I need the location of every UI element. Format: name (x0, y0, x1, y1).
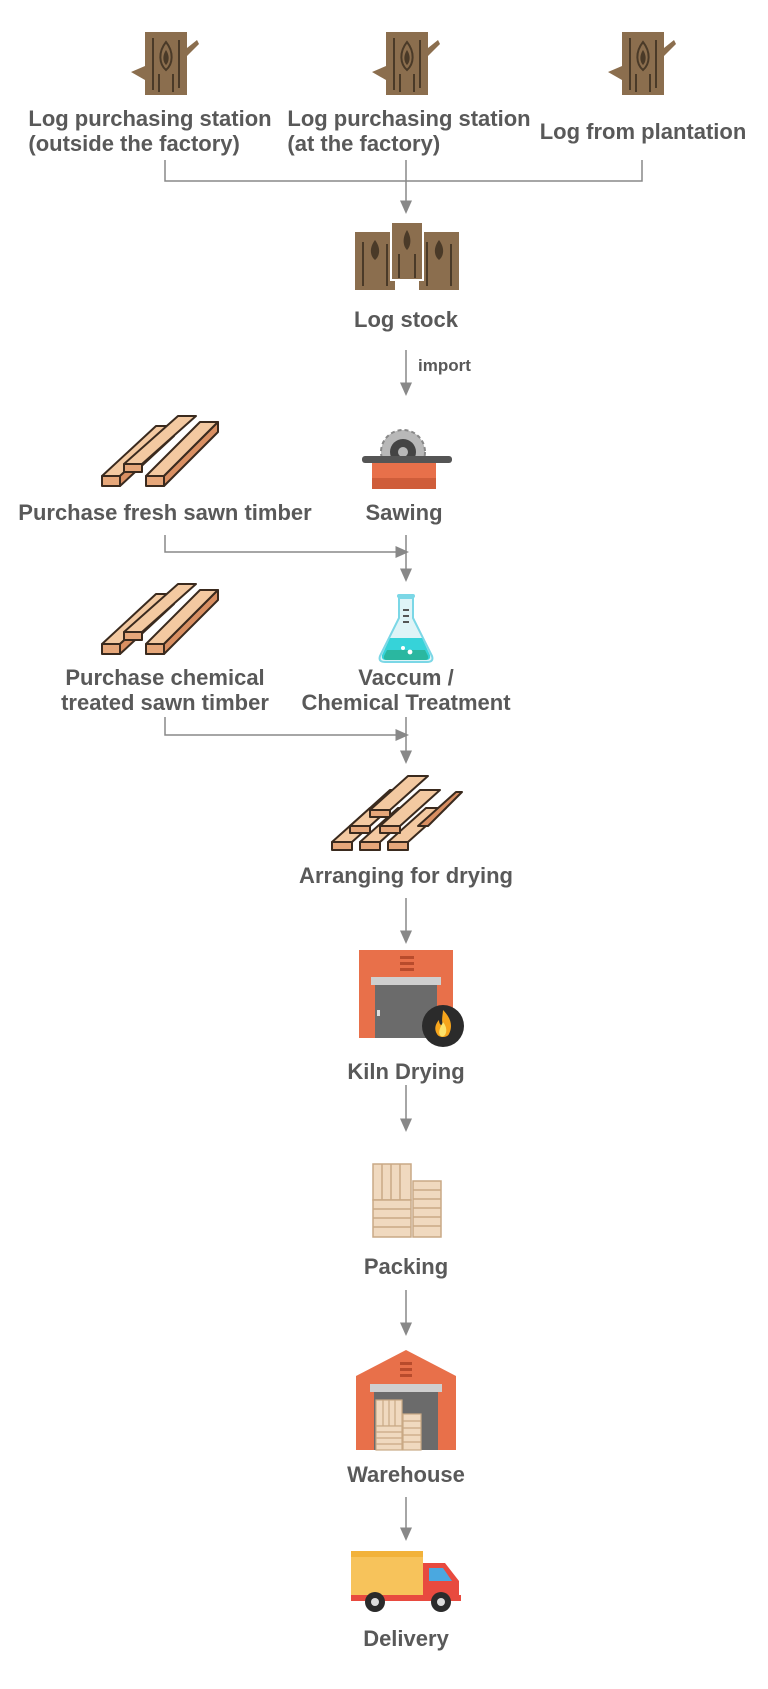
purchase-fresh-label: Purchase fresh sawn timber (18, 500, 312, 525)
warehouse-icon (356, 1350, 456, 1451)
purchase-chemical-label: Purchase chemical treated sawn timber (61, 665, 269, 715)
vaccum-label: Vaccum / Chemical Treatment (301, 665, 511, 715)
arrow-fresh-to-flow (164, 535, 409, 558)
flask-icon (378, 594, 434, 663)
kiln-icon (359, 950, 464, 1047)
kiln-label: Kiln Drying (347, 1059, 465, 1084)
sawing-label: Sawing (365, 500, 443, 525)
stacked-planks-icon (331, 775, 463, 851)
source-label-at-factory: Log purchasing station (at the factory) (287, 106, 531, 156)
source-label-outside: Log purchasing station (outside the fact… (28, 106, 272, 156)
arrow-chemical-to-flow (164, 717, 409, 741)
warehouse-label: Warehouse (347, 1462, 465, 1487)
crates-icon (372, 1163, 442, 1238)
log-stock-label: Log stock (354, 307, 458, 332)
saw-icon (362, 429, 452, 489)
source-merge-line (164, 160, 643, 182)
log-stack-icon (355, 221, 459, 290)
log-icon (131, 32, 199, 95)
import-label: import (418, 356, 471, 375)
arranging-label: Arranging for drying (299, 863, 513, 888)
packing-label: Packing (363, 1254, 449, 1279)
log-icon (372, 32, 440, 95)
planks-icon (101, 583, 219, 655)
log-icon (608, 32, 676, 95)
truck-icon (351, 1551, 461, 1612)
source-label-plantation: Log from plantation (539, 119, 747, 144)
planks-icon (101, 415, 219, 487)
delivery-label: Delivery (363, 1626, 449, 1651)
